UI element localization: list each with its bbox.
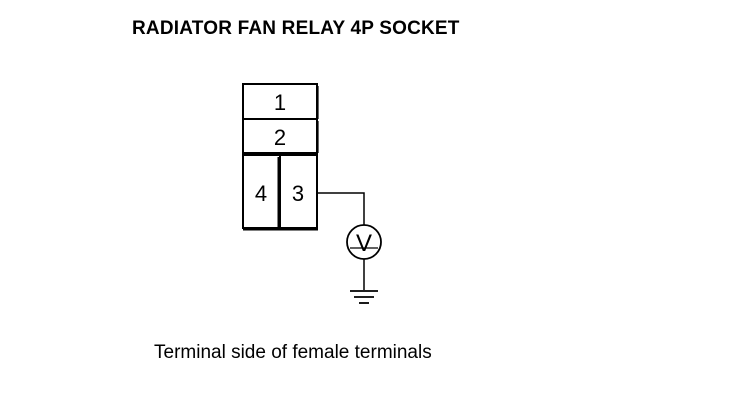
ground-icon [350,290,378,304]
terminal-label-1: 1 [274,90,286,115]
test-lead-wire [317,192,365,290]
diagram-title: RADIATOR FAN RELAY 4P SOCKET [132,18,460,39]
voltmeter-icon: V [346,224,382,260]
terminal-label-4: 4 [255,181,267,206]
connector-view-caption: Terminal side of female terminals [154,342,432,363]
terminal-label-3: 3 [292,181,304,206]
connector-4p-socket [242,83,319,231]
voltmeter-symbol: V [356,230,372,257]
terminal-label-2: 2 [274,125,286,150]
terminal-2-cavity [242,118,318,154]
